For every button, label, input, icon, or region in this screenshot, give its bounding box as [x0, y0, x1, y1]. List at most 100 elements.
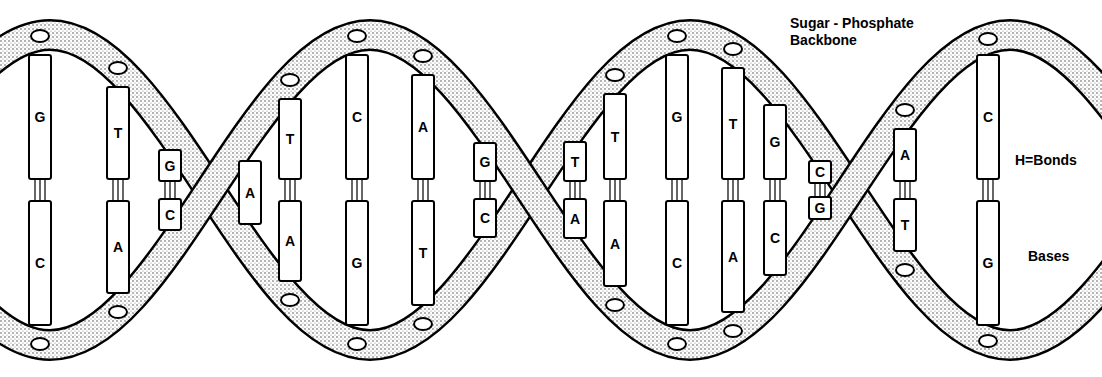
base-block: C — [665, 200, 689, 326]
bond-line — [284, 180, 285, 200]
bond-line — [774, 180, 775, 200]
bond-line — [174, 182, 175, 198]
bond-line — [117, 180, 118, 200]
bond-line — [164, 182, 165, 198]
base-letter: T — [114, 125, 123, 141]
hydrogen-bond — [672, 180, 682, 200]
bond-line — [427, 180, 428, 200]
base-block: C — [808, 160, 832, 184]
bond-line — [34, 180, 35, 200]
backbone-strand — [0, 35, 1102, 345]
base-letter: C — [815, 164, 825, 180]
bond-line — [779, 180, 780, 200]
base-block: T — [893, 198, 917, 252]
base-block: G — [976, 200, 1000, 326]
bond-line — [294, 180, 295, 200]
base-block: T — [721, 67, 745, 180]
bond-line — [417, 180, 418, 200]
bond-line — [484, 182, 485, 198]
bond-label: H=Bonds — [1015, 152, 1077, 169]
base-block: A — [238, 160, 262, 225]
base-block: A — [603, 200, 627, 287]
hydrogen-bond — [35, 180, 45, 200]
base-letter: A — [113, 239, 123, 255]
bond-line — [824, 184, 825, 196]
hydrogen-bond — [352, 180, 362, 200]
base-block: T — [278, 98, 302, 180]
base-letter: A — [900, 147, 910, 163]
hydrogen-bond — [728, 180, 738, 200]
base-letter: C — [35, 255, 45, 271]
base-letter: A — [418, 119, 428, 135]
base-block: G — [808, 196, 832, 220]
base-block: G — [28, 54, 52, 180]
base-letter: A — [285, 233, 295, 249]
base-block: G — [345, 200, 369, 326]
base-block: C — [345, 54, 369, 180]
bond-line — [122, 180, 123, 200]
bond-line — [899, 182, 900, 198]
base-letter: C — [165, 207, 175, 223]
base-block: A — [411, 74, 435, 180]
bond-line — [361, 180, 362, 200]
bond-line — [351, 180, 352, 200]
bond-line — [289, 180, 290, 200]
base-letter: T — [419, 245, 428, 261]
backbone-strand — [0, 35, 1102, 345]
base-block: T — [563, 141, 587, 182]
base-letter: C — [480, 210, 490, 226]
base-letter: T — [611, 129, 620, 145]
base-letter: T — [286, 131, 295, 147]
hydrogen-bond — [418, 180, 428, 200]
base-letter: G — [815, 200, 826, 216]
bond-line — [479, 182, 480, 198]
bond-line — [112, 180, 113, 200]
base-letter: G — [983, 255, 994, 271]
hydrogen-bond — [480, 182, 490, 198]
hydrogen-bond — [900, 182, 910, 198]
base-block: T — [106, 86, 130, 180]
base-letter: C — [672, 255, 682, 271]
sugar-ovals — [31, 30, 997, 350]
base-letter: T — [571, 154, 580, 170]
base-letter: T — [901, 217, 910, 233]
base-block: G — [763, 104, 787, 180]
bond-line — [609, 180, 610, 200]
bond-line — [819, 184, 820, 196]
hydrogen-bond — [570, 182, 580, 198]
base-block: G — [665, 54, 689, 180]
bond-line — [422, 180, 423, 200]
base-letter: T — [729, 116, 738, 132]
bond-line — [489, 182, 490, 198]
base-letter: C — [352, 109, 362, 125]
hydrogen-bond — [113, 180, 123, 200]
base-block: A — [106, 200, 130, 294]
bond-line — [619, 180, 620, 200]
base-letter: G — [165, 158, 176, 174]
bond-line — [992, 180, 993, 200]
base-letter: G — [480, 154, 491, 170]
base-letter: G — [352, 255, 363, 271]
bond-line — [987, 180, 988, 200]
base-block: A — [893, 128, 917, 182]
bond-line — [356, 180, 357, 200]
bond-line — [904, 182, 905, 198]
base-block: C — [158, 198, 182, 231]
bond-line — [579, 182, 580, 198]
base-block: T — [603, 93, 627, 180]
base-letter: G — [672, 109, 683, 125]
bond-line — [814, 184, 815, 196]
base-block: C — [473, 198, 497, 238]
base-letter: C — [770, 230, 780, 246]
hydrogen-bond — [815, 184, 825, 196]
bond-line — [671, 180, 672, 200]
hydrogen-bond — [165, 182, 175, 198]
bond-line — [169, 182, 170, 198]
bond-line — [44, 180, 45, 200]
base-block: T — [411, 200, 435, 306]
bond-line — [569, 182, 570, 198]
base-letter: C — [983, 109, 993, 125]
bond-line — [676, 180, 677, 200]
base-block: C — [763, 200, 787, 276]
